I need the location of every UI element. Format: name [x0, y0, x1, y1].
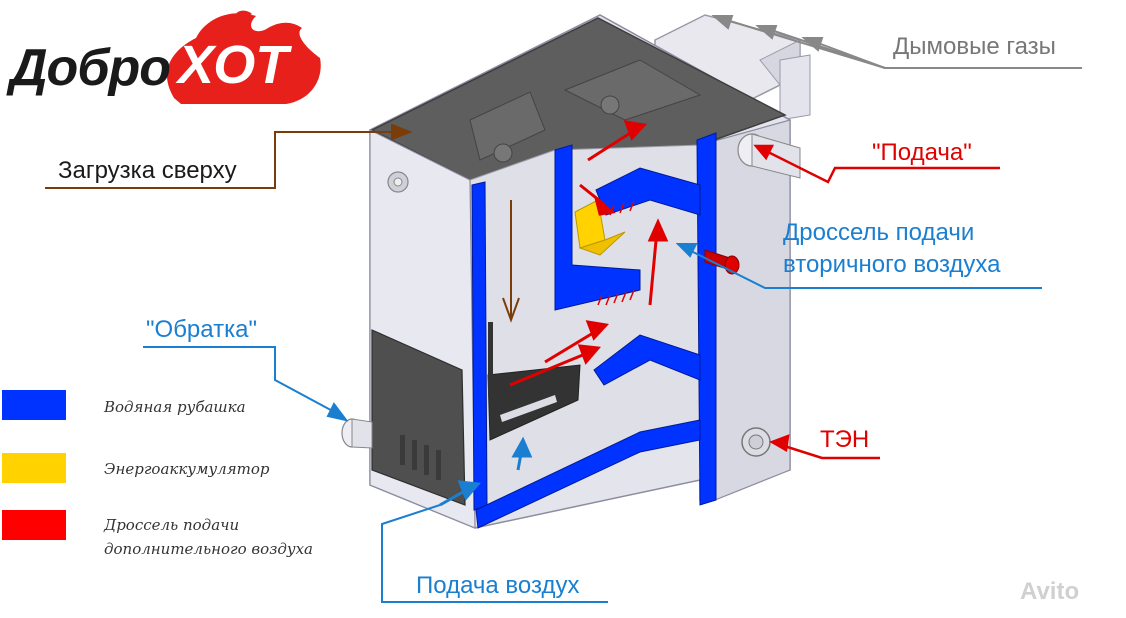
- label-flue-gases: Дымовые газы: [893, 33, 1056, 60]
- legend-label-extra-air-damper-line1: Дроссель подачи: [104, 516, 240, 534]
- leader-secondary-air: [675, 243, 1042, 289]
- fuel-drop-arrow: [502, 200, 520, 323]
- label-top-loading: Загрузка сверху: [58, 157, 237, 184]
- brand-logo: Добро ХОТ: [6, 8, 324, 108]
- flue-flow-arrows: [509, 120, 669, 387]
- leader-supply: [753, 144, 1000, 184]
- energy-accumulator: [574, 199, 626, 256]
- label-heating-element: ТЭН: [820, 426, 870, 453]
- return-pipe: [341, 418, 373, 449]
- secondary-air-jets: [597, 200, 635, 306]
- label-secondary-air-line2: вторичного воздуха: [783, 251, 1001, 278]
- leader-air-supply: [381, 504, 608, 603]
- leader-heating-element: [769, 434, 880, 460]
- label-air-supply: Подача воздух: [416, 572, 580, 599]
- legend-label-extra-air-damper-line2: дополнительного воздуха: [104, 540, 313, 558]
- watermark: Avito: [1020, 578, 1080, 605]
- label-secondary-air-line1: Дроссель подачи: [783, 219, 975, 246]
- water-jacket: [471, 132, 717, 529]
- legend-swatch-extra-air-damper: [2, 510, 66, 540]
- leader-top-loading: [45, 123, 413, 189]
- legend-swatch-energy-accumulator: [2, 453, 66, 483]
- label-return: "Обратка": [146, 316, 257, 343]
- legend-label-energy-accumulator: Энергоаккумулятор: [104, 460, 270, 478]
- legend-swatch-water-jacket: [2, 390, 66, 420]
- leader-flue-gases: [711, 15, 1082, 69]
- heating-element-port: [741, 427, 771, 457]
- logo-text-dobro: Добро: [10, 39, 171, 97]
- label-supply: "Подача": [872, 139, 972, 166]
- logo-text-hot: ХОТ: [178, 35, 289, 95]
- air-intake-arrows: [439, 436, 533, 507]
- flame-icon: [166, 10, 321, 105]
- legend-label-water-jacket: Водяная рубашка: [104, 398, 246, 416]
- leader-return: [143, 346, 349, 422]
